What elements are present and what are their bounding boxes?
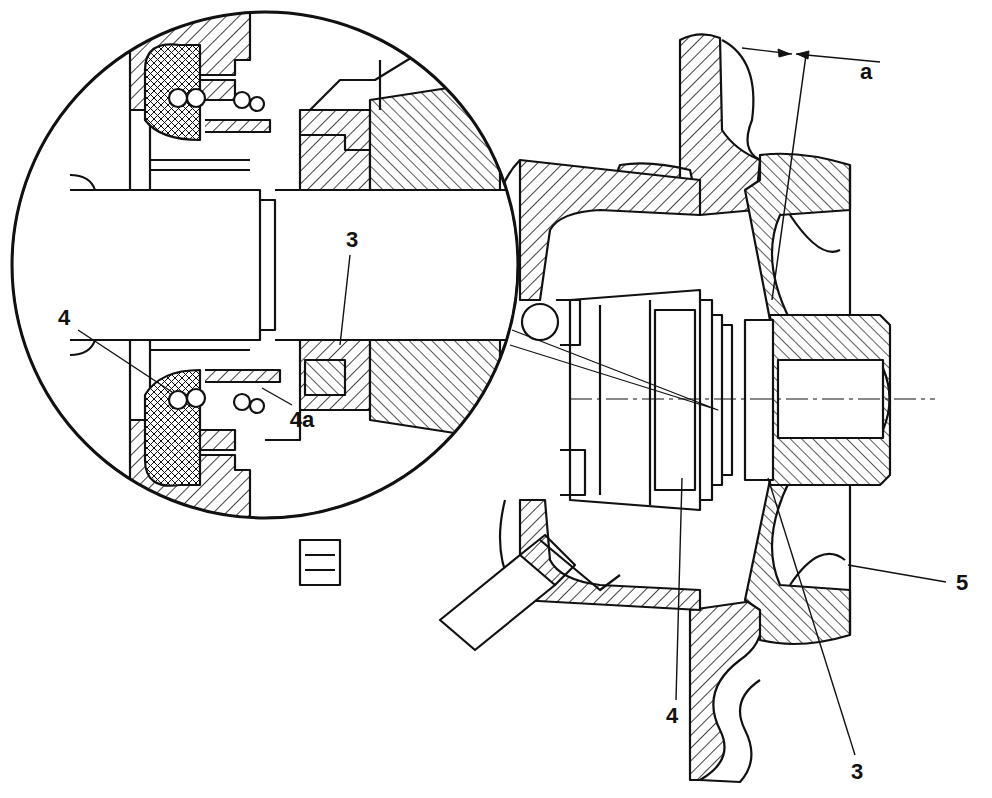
callout-number: 4 — [666, 705, 678, 727]
callout-number: 3 — [346, 229, 358, 251]
callout-number: 3 — [851, 761, 863, 783]
callout-number: 4 — [58, 307, 70, 329]
callout-number: a — [860, 61, 872, 83]
callout-number: 5 — [956, 572, 968, 594]
callout-number: 4a — [290, 409, 314, 431]
